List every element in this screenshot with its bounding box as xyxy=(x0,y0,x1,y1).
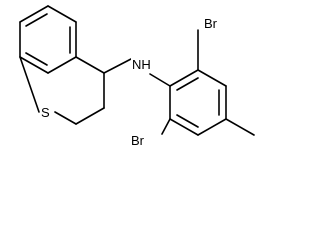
skeletal-formula xyxy=(19,5,255,136)
benzo-ring xyxy=(19,5,77,74)
sulfur-atom-label: S xyxy=(40,105,51,120)
thiochromane-ring xyxy=(19,56,105,125)
bromo-bottom-label: Br xyxy=(130,133,145,148)
c4-n-bond xyxy=(103,58,132,74)
methyl-bond xyxy=(225,118,255,136)
aryl-ring xyxy=(169,69,227,136)
bromo-top-label: Br xyxy=(203,16,218,31)
c-br-bottom-bond xyxy=(161,118,171,135)
n-aryl-bond xyxy=(149,73,171,87)
amine-atom-label: NH xyxy=(131,57,152,72)
structure-canvas: S NH Br Br xyxy=(19,5,255,148)
